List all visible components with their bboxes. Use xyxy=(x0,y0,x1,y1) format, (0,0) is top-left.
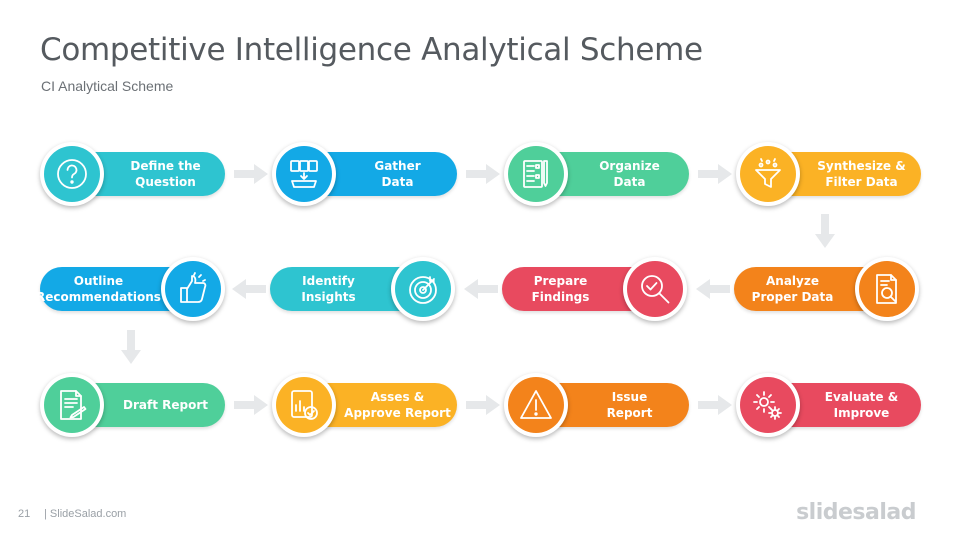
step-3: Organize Data xyxy=(504,142,689,206)
flow-arrow-down xyxy=(815,214,835,253)
footer-site: | SlideSalad.com xyxy=(44,508,127,520)
thumbs-up-icon xyxy=(165,261,221,317)
step-5: Analyze Proper Data xyxy=(734,257,919,321)
step-8: Outline Recommendations xyxy=(36,257,225,321)
step-9: Draft Report xyxy=(40,373,225,437)
funnel-icon xyxy=(740,146,796,202)
page-title: Competitive Intelligence Analytical Sche… xyxy=(40,32,703,68)
flow-arrow-left xyxy=(232,279,266,304)
step-icon-badge xyxy=(272,373,336,437)
step-icon-badge xyxy=(504,373,568,437)
step-6: Prepare Findings xyxy=(502,257,687,321)
flow-arrow-right xyxy=(466,164,500,189)
flow-arrow-right xyxy=(234,164,268,189)
document-pen-icon xyxy=(44,377,100,433)
page-subtitle: CI Analytical Scheme xyxy=(41,78,174,94)
step-label: Draft Report xyxy=(123,398,208,412)
target-icon xyxy=(395,261,451,317)
step-label: Prepare Findings xyxy=(531,274,590,304)
step-label: Outline Recommendations xyxy=(36,274,161,304)
step-label: Analyze Proper Data xyxy=(751,274,834,304)
step-4: Synthesize & Filter Data xyxy=(736,142,921,206)
step-label: Identify Insights xyxy=(301,274,356,304)
step-label: Issue Report xyxy=(606,390,653,420)
step-icon-badge xyxy=(623,257,687,321)
step-7: Identify Insights xyxy=(270,257,455,321)
step-11: Issue Report xyxy=(504,373,689,437)
step-label: Define the Question xyxy=(130,159,201,189)
page-number: 21 xyxy=(18,508,31,520)
gears-icon xyxy=(740,377,796,433)
documents-tray-icon xyxy=(276,146,332,202)
report-magnifier-icon xyxy=(859,261,915,317)
question-icon xyxy=(44,146,100,202)
step-icon-badge xyxy=(161,257,225,321)
data-board-icon xyxy=(508,146,564,202)
flow-arrow-right xyxy=(234,395,268,420)
step-label: Evaluate & Improve xyxy=(824,390,899,420)
flow-arrow-left xyxy=(696,279,730,304)
step-icon-badge xyxy=(736,142,800,206)
step-label: Synthesize & Filter Data xyxy=(817,159,906,189)
step-icon-badge xyxy=(40,373,104,437)
step-icon-badge xyxy=(40,142,104,206)
flow-arrow-right xyxy=(466,395,500,420)
step-icon-badge xyxy=(272,142,336,206)
flow-arrow-left xyxy=(464,279,498,304)
flow-arrow-down xyxy=(121,330,141,369)
step-2: Gather Data xyxy=(272,142,457,206)
step-label: Asses & Approve Report xyxy=(344,390,451,420)
step-label: Organize Data xyxy=(599,159,660,189)
step-label: Gather Data xyxy=(374,159,421,189)
step-12: Evaluate & Improve xyxy=(736,373,921,437)
step-icon-badge xyxy=(391,257,455,321)
flow-arrow-right xyxy=(698,164,732,189)
warning-icon xyxy=(508,377,564,433)
brand-logo: slidesalad xyxy=(796,500,916,525)
report-approve-icon xyxy=(276,377,332,433)
step-icon-badge xyxy=(736,373,800,437)
step-10: Asses & Approve Report xyxy=(272,373,457,437)
step-icon-badge xyxy=(855,257,919,321)
flow-arrow-right xyxy=(698,395,732,420)
step-icon-badge xyxy=(504,142,568,206)
step-1: Define the Question xyxy=(40,142,225,206)
magnifier-check-icon xyxy=(627,261,683,317)
